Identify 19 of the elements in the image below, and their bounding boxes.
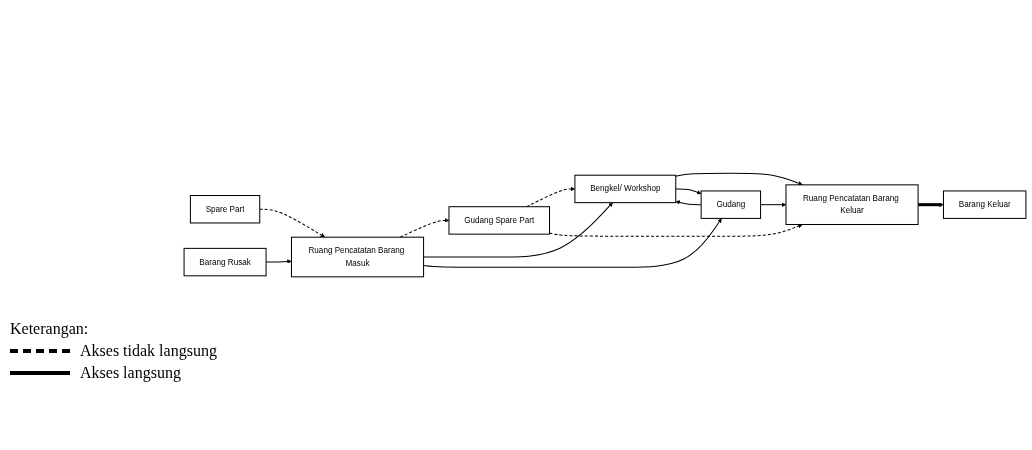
legend-text: Akses langsung (80, 364, 181, 382)
legend-heading: Keterangan: (10, 320, 90, 338)
arrow (675, 200, 702, 206)
node-box: Spare Part (189, 195, 261, 224)
arrow (259, 208, 326, 238)
node-box: Barang Keluar (942, 190, 1027, 219)
arrow (675, 172, 803, 186)
node-box: Barang Rusak (183, 247, 267, 277)
arrow (918, 202, 944, 207)
node-box: Ruang Pencatatan Barang Keluar (785, 184, 919, 225)
node-box: Gudang (700, 190, 762, 219)
arrow (423, 202, 613, 258)
arrow (675, 188, 702, 195)
node-box: Ruang Pencatatan Barang Masuk (290, 236, 425, 278)
legend-text: Akses tidak langsung (80, 342, 217, 360)
node-box: Gudang Spare Part (448, 206, 550, 235)
node-box: Bengkel/ Workshop (574, 174, 677, 204)
arrow (423, 218, 722, 268)
arrow (549, 223, 803, 237)
